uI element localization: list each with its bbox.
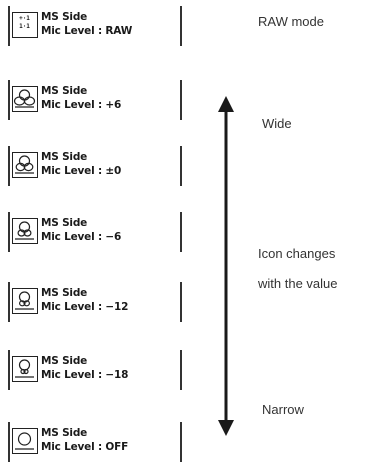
left-divider: [8, 80, 10, 120]
ms-side-item-minus12: MS Side Mic Level : −12: [8, 282, 184, 322]
ms-side-item-0: MS Side Mic Level : ±0: [8, 146, 184, 186]
icon-changes-annotation-line2: with the value: [258, 276, 338, 291]
ms-medium-icon: [12, 288, 38, 314]
left-divider: [8, 212, 10, 252]
item-label: MS Side Mic Level : −12: [41, 286, 128, 314]
ms-side-item-plus6: MS Side Mic Level : +6: [8, 80, 184, 120]
wide-annotation: Wide: [262, 116, 292, 131]
narrow-annotation: Narrow: [262, 402, 304, 417]
ms-side-item-off: MS Side Mic Level : OFF: [8, 422, 184, 462]
left-divider: [8, 422, 10, 462]
ms-wide-icon-svg: [13, 89, 36, 108]
raw-mode-annotation: RAW mode: [258, 14, 324, 29]
ms-off-icon: [12, 428, 38, 454]
item-line1: MS Side: [41, 287, 88, 299]
item-label: MS Side Mic Level : RAW: [41, 10, 132, 38]
item-line1: MS Side: [41, 151, 88, 163]
left-divider: [8, 6, 10, 46]
item-label: MS Side Mic Level : −18: [41, 354, 128, 382]
right-divider: [180, 350, 182, 390]
ms-wide-icon: [12, 152, 38, 178]
item-line1: MS Side: [41, 85, 88, 97]
item-label: MS Side Mic Level : ±0: [41, 150, 121, 178]
right-divider: [180, 422, 182, 462]
item-label: MS Side Mic Level : OFF: [41, 426, 128, 454]
item-line1: MS Side: [41, 11, 88, 23]
ms-narrow-icon-svg: [15, 359, 34, 378]
ms-side-item-minus18: MS Side Mic Level : −18: [8, 350, 184, 390]
double-arrow-icon: [218, 96, 234, 436]
item-line2: Mic Level : RAW: [41, 25, 133, 37]
ms-off-icon-svg: [15, 432, 34, 450]
item-line2: Mic Level : −12: [41, 301, 129, 313]
left-divider: [8, 282, 10, 322]
item-line1: MS Side: [41, 355, 88, 367]
item-line1: MS Side: [41, 217, 88, 229]
item-label: MS Side Mic Level : +6: [41, 84, 121, 112]
right-divider: [180, 212, 182, 252]
item-line2: Mic Level : ±0: [41, 165, 122, 177]
item-line2: Mic Level : −18: [41, 369, 129, 381]
right-divider: [180, 146, 182, 186]
item-line2: Mic Level : OFF: [41, 441, 129, 453]
ms-medium-icon-svg: [15, 221, 34, 240]
icon-changes-annotation-line1: Icon changes: [258, 246, 336, 261]
ms-side-item-minus6: MS Side Mic Level : −6: [8, 212, 184, 252]
ms-wide-icon: [12, 86, 38, 112]
right-divider: [180, 6, 182, 46]
left-divider: [8, 146, 10, 186]
item-line2: Mic Level : −6: [41, 231, 122, 243]
ms-medium-icon-svg: [15, 291, 34, 310]
item-line2: Mic Level : +6: [41, 99, 122, 111]
ms-medium-icon: [12, 218, 38, 244]
right-divider: [180, 80, 182, 120]
item-label: MS Side Mic Level : −6: [41, 216, 121, 244]
item-line1: MS Side: [41, 427, 88, 439]
left-divider: [8, 350, 10, 390]
right-divider: [180, 282, 182, 322]
ms-narrow-icon: [12, 356, 38, 382]
ms-wide-icon-svg: [15, 155, 34, 174]
